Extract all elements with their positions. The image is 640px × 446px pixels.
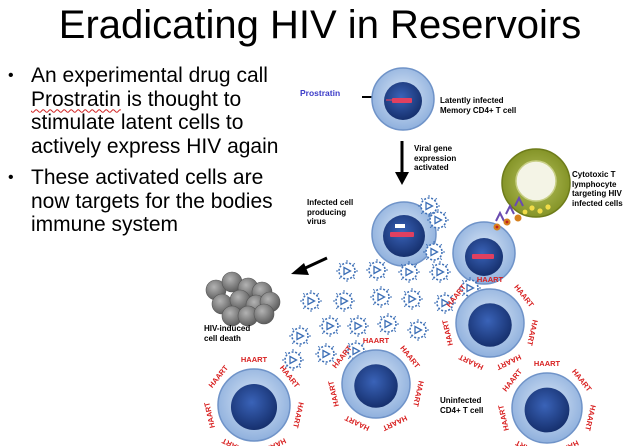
hiv-virion — [315, 343, 337, 365]
label-viral-gene: Viral gene expression activated — [414, 144, 457, 172]
hiv-virion — [347, 315, 369, 337]
hiv-virion — [427, 209, 449, 231]
latent-cell — [371, 67, 435, 131]
hiv-virion — [300, 290, 322, 312]
cd4-nucleus — [524, 387, 570, 433]
haart-label: HAART — [326, 380, 341, 408]
targeted-infected-cell — [452, 221, 516, 285]
bullet-term: Prostratin — [31, 87, 121, 111]
hiv-virion — [398, 261, 420, 283]
label-cytotoxic: Cytotoxic T lymphocyte targeting HIV inf… — [572, 170, 623, 208]
hiv-virion — [370, 286, 392, 308]
dead-cell-cluster — [205, 271, 281, 327]
haart-label: HAART — [440, 319, 455, 347]
haart-label: HAART — [534, 359, 561, 368]
hiv-virion — [289, 325, 311, 347]
hiv-virion — [429, 261, 451, 283]
haart-label: HAART — [291, 401, 306, 429]
virion-field — [282, 195, 481, 371]
hiv-virion — [407, 319, 429, 341]
cell-death-arrow — [291, 256, 328, 275]
haart-label: HAART — [411, 380, 426, 408]
immune-synapse — [493, 195, 524, 231]
hiv-virion — [282, 349, 304, 371]
cytotoxic-t-cell — [501, 148, 571, 218]
label-producing-cell: Infected cell producing virus — [307, 198, 354, 226]
haart-label: HAART — [477, 275, 504, 284]
label-cell-death: HIV-induced cell death — [204, 324, 251, 343]
label-prostratin: Prostratin — [300, 88, 341, 98]
bullet-text: These activated cells are now targets fo… — [31, 166, 273, 236]
haart-label: HAART — [363, 336, 390, 345]
bullet-dot: • — [8, 169, 14, 186]
slide-title: Eradicating HIV in Reservoirs — [58, 3, 582, 47]
haart-label: HAART — [220, 436, 248, 446]
cd4-nucleus — [354, 364, 398, 408]
label-uninfected: Uninfected CD4+ T cell — [440, 396, 484, 415]
hiv-virion — [333, 290, 355, 312]
hiv-virion — [423, 241, 445, 263]
bullet-item: • These activated cells are now targets … — [6, 166, 296, 237]
label-latent-cell: Latently infected Memory CD4+ T cell — [440, 96, 517, 115]
haart-label: HAART — [583, 404, 598, 432]
hiv-virion — [366, 259, 388, 281]
activation-arrow — [395, 141, 409, 185]
dead-cell — [253, 303, 275, 325]
bullet-text-end: is thought to stimulate latent cells to … — [31, 87, 279, 158]
hiv-virion — [319, 315, 341, 337]
bullet-list: • An experimental drug call Prostratin i… — [6, 64, 296, 237]
bullet-item: • An experimental drug call Prostratin i… — [6, 64, 296, 158]
haart-label: HAART — [260, 436, 288, 446]
bullet-text: An experimental drug call — [31, 64, 268, 87]
bullet-dot: • — [8, 67, 14, 84]
haart-label: HAART — [241, 355, 268, 364]
haart-label: HAART — [202, 401, 217, 429]
cd4-nucleus — [468, 303, 512, 347]
hiv-virion — [401, 288, 423, 310]
hiv-virion — [336, 260, 358, 282]
haart-label: HAART — [525, 319, 540, 347]
hiv-virion — [434, 292, 456, 314]
haart-label: HAART — [496, 404, 511, 432]
cd4-nucleus — [230, 383, 278, 431]
hiv-virion — [377, 313, 399, 335]
